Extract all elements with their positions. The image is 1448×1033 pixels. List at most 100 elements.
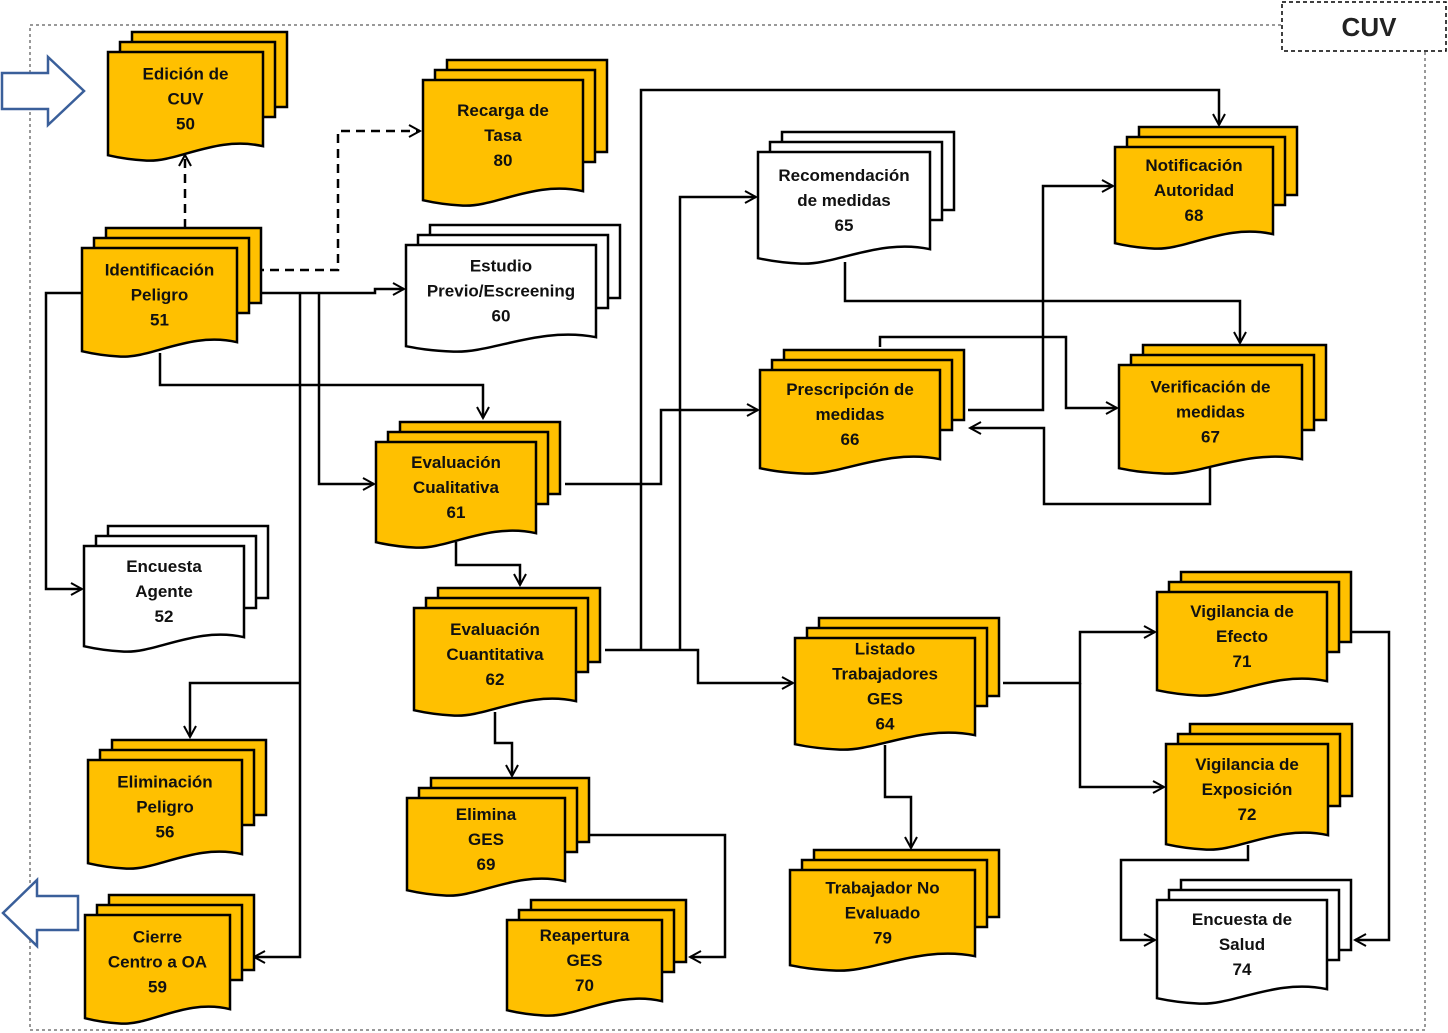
node-label: Encuesta de xyxy=(1192,910,1292,929)
node-number: 50 xyxy=(176,115,195,134)
node-label: Centro a OA xyxy=(108,953,207,972)
document-shape xyxy=(106,50,265,162)
node-label: Peligro xyxy=(131,286,189,305)
node-number: 61 xyxy=(447,503,466,522)
node-label: Cuantitativa xyxy=(446,645,544,664)
exit-arrow-icon xyxy=(1,877,80,949)
connector-arrow xyxy=(878,335,1117,408)
node-label: Tasa xyxy=(484,126,522,145)
document-shape xyxy=(1117,363,1304,475)
node-number: 74 xyxy=(1233,960,1252,979)
node-number: 69 xyxy=(477,855,496,874)
node-label: Elimina xyxy=(456,805,517,824)
document-shape xyxy=(756,150,932,265)
node-label: Prescripción de xyxy=(786,380,914,399)
node-number: 70 xyxy=(575,976,594,995)
node-number: 65 xyxy=(835,216,854,235)
document-shape xyxy=(505,918,664,1017)
node-label: Evaluado xyxy=(845,904,921,923)
node-label: Trabajadores xyxy=(832,665,938,684)
node-label: Evaluación xyxy=(450,620,540,639)
node-74[interactable]: Encuesta de Salud 74 xyxy=(1155,878,1353,1005)
node-label: medidas xyxy=(816,405,885,424)
node-label: medidas xyxy=(1176,403,1245,422)
cuv-label: CUV xyxy=(1342,12,1398,42)
document-shape xyxy=(412,606,578,717)
document-shape xyxy=(83,913,232,1025)
node-label: Cualitativa xyxy=(413,478,500,497)
node-number: 64 xyxy=(876,715,895,734)
node-label: Cierre xyxy=(133,928,182,947)
connector-arrow xyxy=(454,542,520,585)
connector-arrow xyxy=(1078,683,1164,787)
node-number: 60 xyxy=(492,307,511,326)
document-shape xyxy=(1155,590,1329,697)
document-shape xyxy=(1155,898,1329,1005)
node-number: 56 xyxy=(156,823,175,842)
document-shape xyxy=(405,796,567,897)
connector-arrow xyxy=(1003,632,1155,685)
node-number: 52 xyxy=(155,607,174,626)
node-label: Verificación de xyxy=(1151,378,1271,397)
node-label: GES xyxy=(567,951,603,970)
node-label: Peligro xyxy=(136,798,194,817)
node-label: Listado xyxy=(855,640,915,659)
connector-arrow xyxy=(317,293,374,484)
node-number: 62 xyxy=(486,670,505,689)
node-label: Recarga de xyxy=(457,101,549,120)
node-label: Trabajador No xyxy=(825,879,939,898)
connector-arrow xyxy=(255,131,420,272)
document-shape xyxy=(758,368,942,475)
node-label: Efecto xyxy=(1216,627,1268,646)
node-label: CUV xyxy=(168,90,205,109)
node-label: Agente xyxy=(135,582,193,601)
connector-arrow xyxy=(262,289,404,293)
node-label: Autoridad xyxy=(1154,181,1234,200)
connector-arrow xyxy=(590,833,727,957)
node-number: 59 xyxy=(148,978,167,997)
document-shape xyxy=(793,636,977,751)
connector-arrow xyxy=(639,88,1219,650)
node-number: 68 xyxy=(1185,206,1204,225)
node-label: Vigilancia de xyxy=(1190,602,1294,621)
connector-arrow xyxy=(1119,845,1250,940)
node-label: GES xyxy=(468,830,504,849)
node-label: Exposición xyxy=(1202,780,1293,799)
node-label: Previo/Escreening xyxy=(427,282,575,301)
cuv-boundary xyxy=(29,24,1426,1031)
connector-arrow xyxy=(254,293,302,957)
connector-arrow xyxy=(605,648,793,683)
node-label: Salud xyxy=(1219,935,1265,954)
document-shape xyxy=(421,78,585,207)
document-shape xyxy=(374,440,538,549)
node-number: 51 xyxy=(150,311,169,330)
cuv-label-box: CUV xyxy=(1281,1,1447,52)
node-label: Recomendación xyxy=(778,166,909,185)
connector-arrow xyxy=(158,353,483,418)
node-label: Encuesta xyxy=(126,557,202,576)
document-shape xyxy=(86,758,244,870)
connector-arrow xyxy=(44,291,82,589)
